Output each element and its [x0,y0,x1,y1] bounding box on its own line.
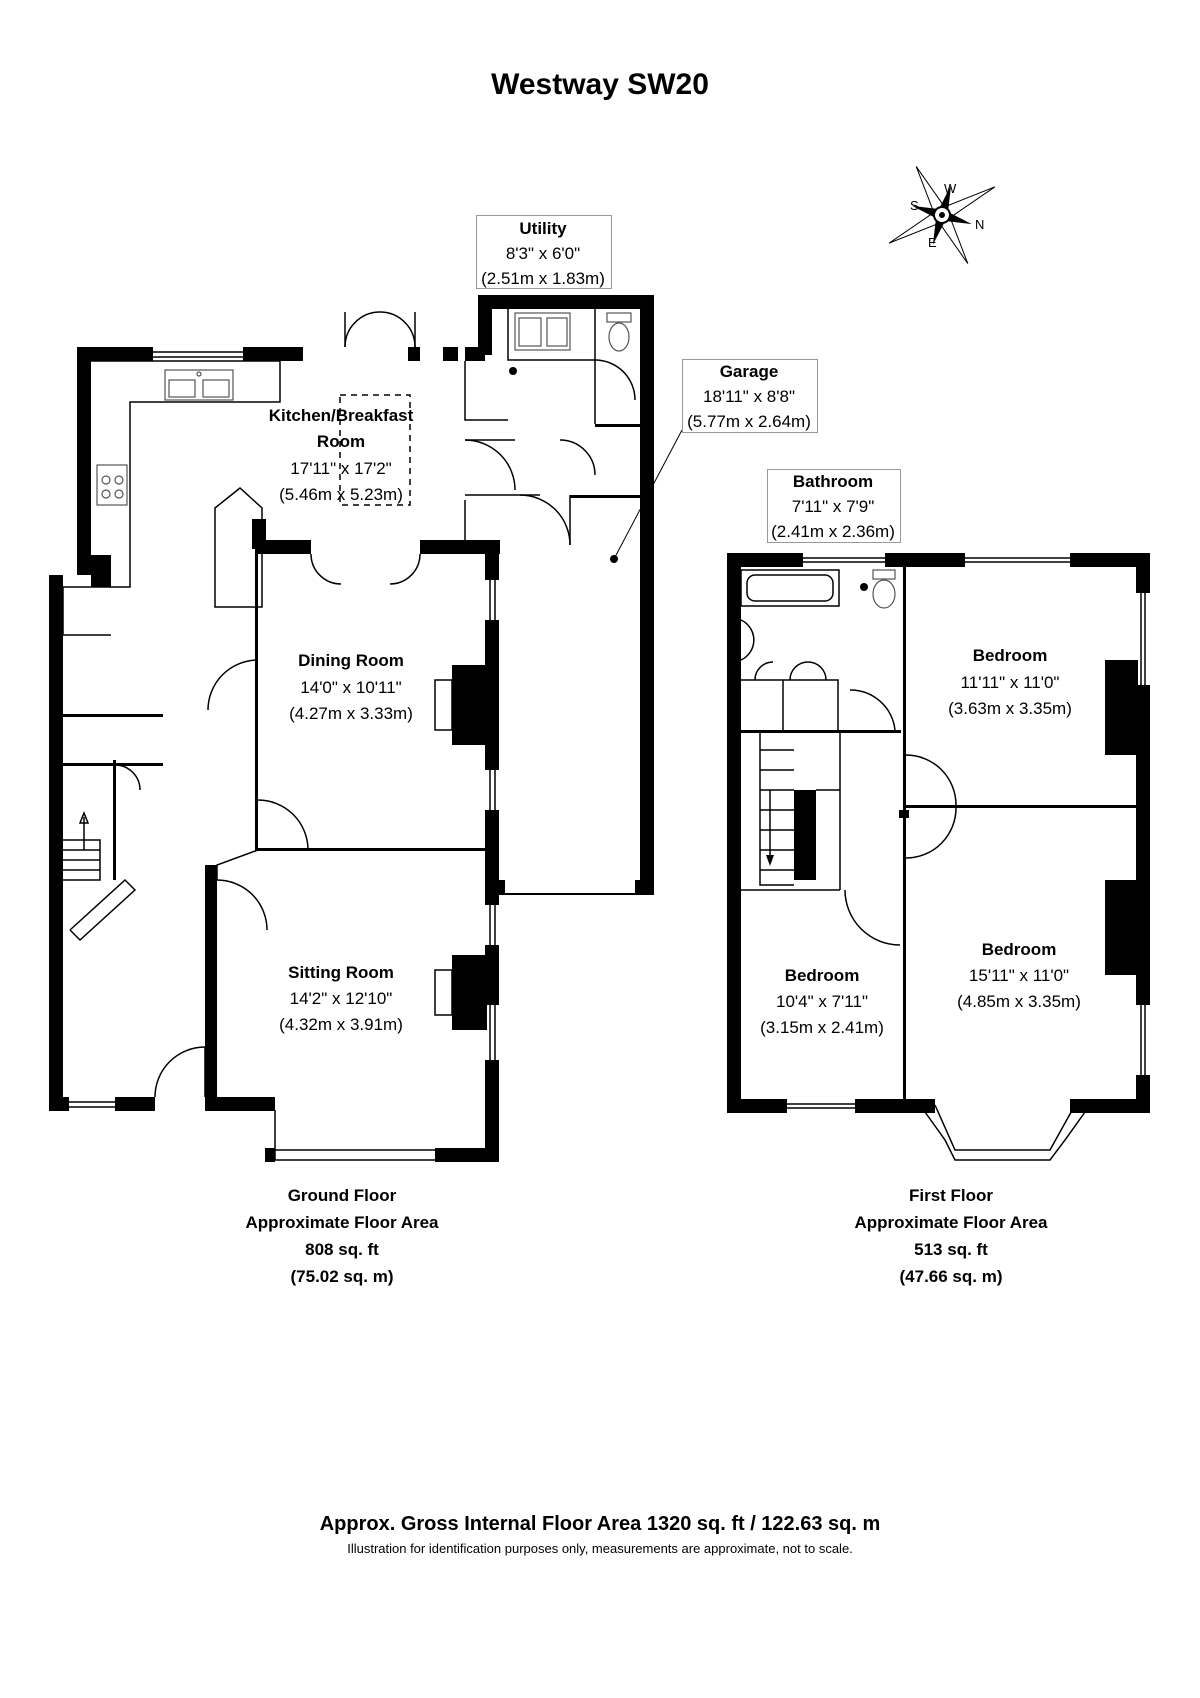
ground-floor-area-sqft: 808 sq. ft [305,1240,379,1259]
bathroom-dim-imperial: 7'11" x 7'9" [791,497,875,516]
bedroom1-dim-imperial: 11'11" x 11'0" [960,673,1060,692]
dining-dim-imperial: 14'0" x 10'11" [300,678,402,697]
dining-dim-metric: (4.27m x 3.33m) [289,704,413,723]
bathroom-label-box [767,469,901,543]
kitchen-dim-imperial: 17'11" x 17'2" [290,459,392,478]
ground-floor-area-label: Approximate Floor Area [245,1213,439,1232]
ground-floor-area-sqm: (75.02 sq. m) [290,1267,394,1286]
sitting-dim-imperial: 14'2" x 12'10" [289,989,393,1008]
compass-icon [888,166,996,264]
first-floor-area-sqft: 513 sq. ft [914,1240,988,1259]
bedroom2-dim-metric: (4.85m x 3.35m) [957,992,1081,1011]
kitchen-dim-metric: (5.46m x 5.23m) [279,485,403,504]
bathroom-name: Bathroom [792,472,874,491]
bathroom-dim-metric: (2.41m x 2.36m) [771,522,895,541]
dining-name: Dining Room [298,651,404,670]
gross-floor-area: Approx. Gross Internal Floor Area 1320 s… [319,1513,881,1535]
bedroom3-dim-metric: (3.15m x 2.41m) [760,1018,884,1037]
ground-floor-walls [49,295,654,1162]
sitting-name: Sitting Room [288,963,394,982]
utility-boiler-icon [509,367,517,375]
bedroom3-dim-imperial: 10'4" x 7'11" [776,992,868,1011]
kitchen-name-line2: Room [316,432,366,451]
ground-floor-thin-lines [62,309,636,1161]
kitchen-sink-icon [164,369,234,401]
first-floor-walls [727,553,1150,1113]
first-floor-area-label: Approximate Floor Area [854,1213,1048,1232]
bedroom1-name: Bedroom [972,646,1048,665]
garage-name: Garage [719,362,779,381]
compass-letter: N [975,217,984,232]
plan-title: Westway SW20 [491,68,709,101]
compass-letters: W N S E [910,181,984,250]
sitting-dim-metric: (4.32m x 3.91m) [279,1015,403,1034]
bedroom3-name: Bedroom [784,966,860,985]
first-floor-area-sqm: (47.66 sq. m) [899,1267,1003,1286]
first-floor-thin-lines [740,557,1146,1161]
garage-dim-metric: (5.77m x 2.64m) [687,412,811,431]
kitchen-name-line1: Kitchen/Breakfast [268,406,414,425]
hob-icon [96,464,128,506]
utility-dim-imperial: 8'3" x 6'0" [505,244,581,263]
garage-dim-imperial: 18'11" x 8'8" [703,387,795,406]
garage-label-leader [613,429,683,560]
compass-letter: W [944,181,957,196]
garage-label-box [682,359,818,433]
bathroom-toilet-icon [872,569,896,609]
stair-arrow-icon [766,855,774,866]
utility-toilet-icon [606,312,632,352]
bedroom2-name: Bedroom [981,940,1057,959]
ground-floor-name: Ground Floor [287,1186,397,1205]
compass-letter: S [910,198,919,213]
disclaimer: Illustration for identification purposes… [347,1541,853,1556]
utility-dim-metric: (2.51m x 1.83m) [481,269,605,288]
first-floor-name: First Floor [908,1186,994,1205]
bedroom1-dim-metric: (3.63m x 3.35m) [948,699,1072,718]
bathroom-point-icon [860,583,868,591]
utility-sink-icon [514,312,571,351]
utility-name: Utility [519,219,567,238]
bedroom2-dim-imperial: 15'11" x 11'0" [968,966,1070,985]
utility-label-box [476,215,612,289]
compass-letter: E [928,235,937,250]
